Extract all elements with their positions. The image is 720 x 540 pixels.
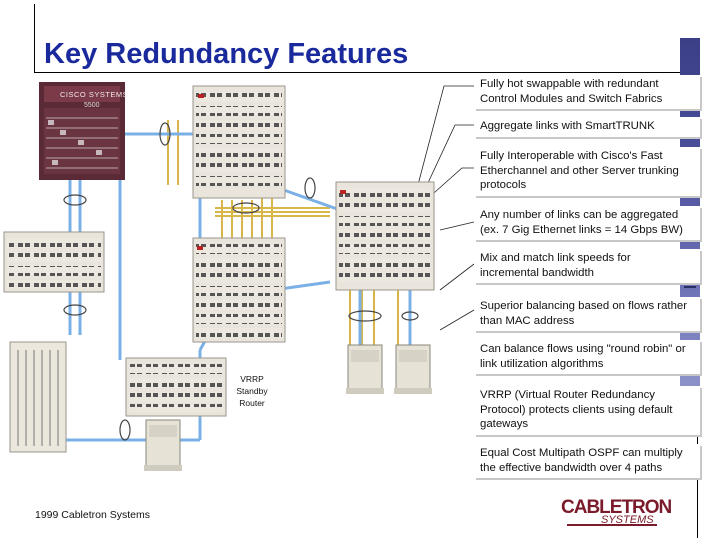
left-rule (34, 4, 35, 73)
callout-ospf: Equal Cost Multipath OSPF can multiply t… (474, 444, 700, 478)
core-chassis-bottom-left (9, 341, 67, 453)
callout-round-robin: Can balance flows using "round robin" or… (474, 340, 700, 374)
callout-interoperable: Fully Interoperable with Cisco's Fast Et… (474, 147, 700, 196)
callout-vrrp: VRRP (Virtual Router Redundancy Protocol… (474, 386, 700, 435)
callout-leaders (413, 85, 475, 331)
vrrp-standby-router (125, 357, 227, 417)
callout-mix-link-speeds: Mix and match link speeds for incrementa… (474, 249, 700, 283)
footer-copyright: 1999 Cabletron Systems (35, 509, 150, 521)
top-rule (34, 72, 680, 73)
callout-flow-balancing: Superior balancing based on flows rather… (474, 297, 700, 331)
router-chassis-b (335, 181, 435, 291)
router-chassis-c (3, 231, 105, 293)
server-right-2 (394, 344, 432, 394)
callout-hot-swappable: Fully hot swappable with redundant Contr… (474, 75, 700, 109)
server-bottom (144, 419, 182, 471)
logo-subtext: SYSTEMS (601, 514, 654, 526)
callout-smarttrunk: Aggregate links with SmartTRUNK (474, 117, 700, 137)
vrrp-label-line-2: Standby (236, 386, 268, 396)
cisco-model-label: 5500 (84, 102, 100, 109)
cabletron-logo: CABLETRON SYSTEMS (561, 497, 672, 531)
vrrp-label-line-3: Router (239, 398, 265, 408)
router-chassis-d (192, 237, 286, 343)
cisco-brand-label: CISCO SYSTEMS (60, 90, 129, 99)
cisco-switch (39, 82, 125, 180)
logo-swoosh (567, 524, 657, 526)
server-right-1 (346, 344, 384, 394)
logo-wordmark: CABLETRON (561, 497, 672, 518)
callout-any-number-links: Any number of links can be aggregated (e… (474, 206, 700, 240)
vrrp-standby-label: VRRP Standby Router (228, 373, 276, 409)
slide-title: Key Redundancy Features (44, 38, 409, 70)
vrrp-label-line-1: VRRP (240, 374, 264, 384)
router-chassis-a (192, 85, 286, 199)
